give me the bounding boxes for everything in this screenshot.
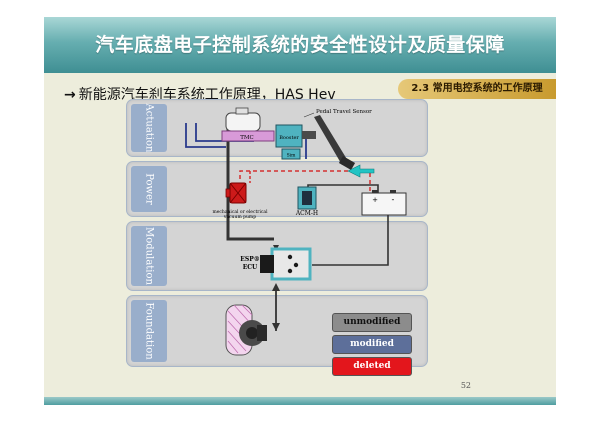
reservoir-cap <box>235 107 249 115</box>
row-label-box: Modulation <box>131 226 167 286</box>
page-number: 52 <box>460 381 471 390</box>
booster-label: Booster <box>279 135 299 141</box>
ecu-wire <box>312 193 389 266</box>
slide-title: 汽车底盘电子控制系统的安全性设计及质量保障 <box>95 34 505 56</box>
vacuum-pump-icon <box>225 182 247 204</box>
sim-block <box>281 148 301 160</box>
bottom-bar <box>44 397 556 405</box>
vacuum-pump-label-2: vacuum pump <box>223 215 256 220</box>
tmc-block <box>221 130 275 142</box>
legend-deleted: deleted <box>332 357 412 376</box>
diagram-components: TMC Booster Sim Pedal Travel Sensor mech… <box>185 107 407 356</box>
pedal-rod <box>302 131 316 139</box>
hydraulic-line <box>226 129 274 241</box>
battery-plus-label: + <box>372 196 378 204</box>
battery-minus-label: - <box>392 195 395 204</box>
pedal-pad <box>338 156 356 170</box>
vacuum-pump-label-1: mechanical or electrical <box>212 209 268 215</box>
pedal-travel-sensor-label: Pedal Travel Sensor <box>316 109 372 115</box>
esp-label: ESP® <box>240 256 259 263</box>
legend-modified: modified <box>332 335 412 354</box>
legend-unmodified: unmodified <box>332 313 412 332</box>
brake-pedal <box>314 115 348 165</box>
battery-icon <box>361 190 407 216</box>
section-tag: 2.3 常用电控系统的工作原理 <box>398 79 556 99</box>
tmc-label: TMC <box>240 135 254 141</box>
arrow-right-icon: → <box>64 87 76 103</box>
signal-wire <box>185 123 226 148</box>
brake-system-diagram: Actuation Power Modulation Foundation <box>126 99 428 381</box>
wheel-brake-icon <box>225 304 267 356</box>
acm-h-label: ACM-H <box>295 210 318 217</box>
sim-label: Sim <box>287 153 297 159</box>
row-label-box: Foundation <box>131 300 167 362</box>
row-label-box: Power <box>131 166 167 212</box>
acm-h-module <box>297 186 317 210</box>
power-line-dashed <box>239 170 371 191</box>
row-label-box: Actuation <box>131 104 167 152</box>
title-bar: 汽车底盘电子控制系统的安全性设计及质量保障 <box>44 17 556 73</box>
arrow-down-icon <box>272 323 280 331</box>
ecu-label: ECU <box>243 264 258 271</box>
esp-ecu-module <box>260 247 312 281</box>
reservoir <box>225 112 261 132</box>
arrow-up-icon <box>272 283 280 291</box>
sensor-pointer <box>303 112 315 118</box>
pedal-force-arrow-icon <box>347 164 375 178</box>
